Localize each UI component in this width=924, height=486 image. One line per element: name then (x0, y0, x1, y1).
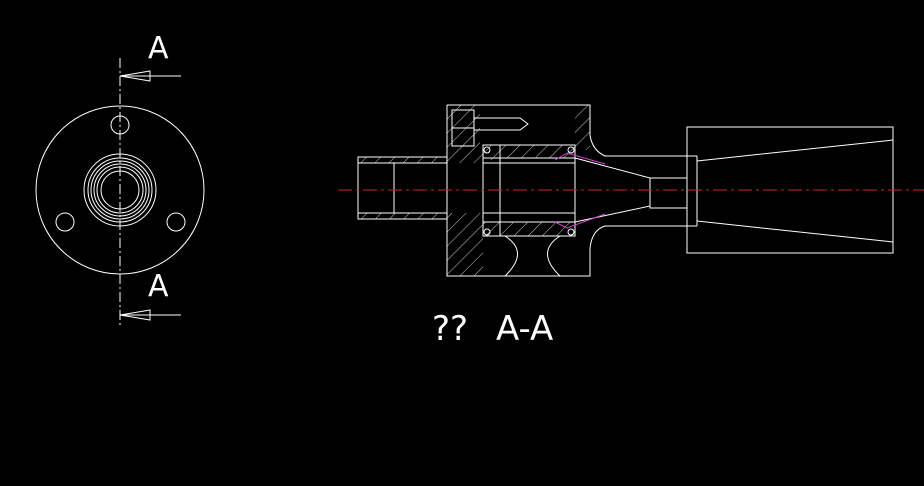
highlight-lines (554, 152, 606, 229)
section-view (338, 104, 924, 277)
body-outline (446, 104, 687, 277)
section-arrow-top (119, 70, 181, 82)
bolt-hole-left (55, 212, 75, 232)
section-caption-prefix: ?? (432, 309, 468, 349)
dowel-pin (473, 117, 529, 131)
end-view (35, 58, 205, 326)
bolt-hole-right (166, 212, 186, 232)
seal-ring-4 (567, 228, 575, 236)
section-caption-label: A-A (496, 309, 553, 349)
section-marker-top: A (148, 31, 169, 66)
section-caption: ?? A-A (432, 309, 553, 349)
lower-port (504, 235, 561, 277)
seal-ring-2 (483, 228, 491, 236)
seal-ring-3 (567, 146, 575, 154)
diffuser-cone (696, 139, 894, 243)
section-arrow-bottom (119, 309, 181, 321)
seal-ring-1 (483, 146, 491, 154)
section-marker-bottom: A (148, 269, 169, 304)
inlet-tube (357, 156, 448, 220)
nozzle-throat (649, 177, 688, 209)
